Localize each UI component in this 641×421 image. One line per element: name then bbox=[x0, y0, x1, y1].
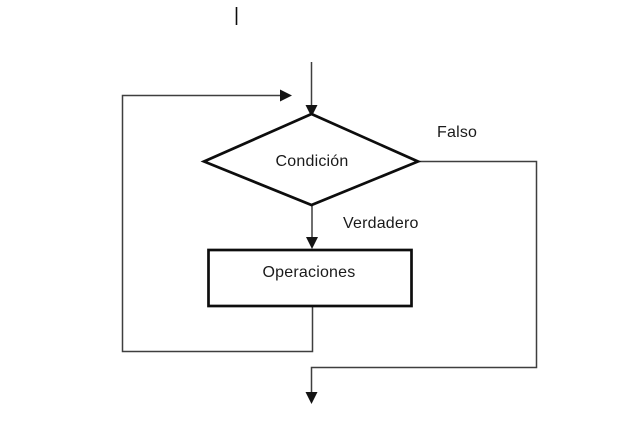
true-branch-label: Verdadero bbox=[343, 215, 419, 232]
process-rect-shape bbox=[207, 248, 413, 308]
loopback-arrowhead-icon bbox=[280, 89, 292, 102]
entry-arrowhead-icon bbox=[305, 105, 318, 117]
operations-label: Operaciones bbox=[263, 264, 356, 281]
condition-label: Condición bbox=[276, 153, 349, 170]
true-branch-arrowhead-icon bbox=[306, 237, 318, 249]
exit-arrowhead-icon bbox=[305, 392, 318, 404]
decision-diamond-shape bbox=[200, 112, 422, 207]
false-branch-label: Falso bbox=[437, 124, 477, 141]
loopback-connector-path bbox=[121, 94, 314, 353]
false-exit-connector-path bbox=[310, 160, 538, 395]
